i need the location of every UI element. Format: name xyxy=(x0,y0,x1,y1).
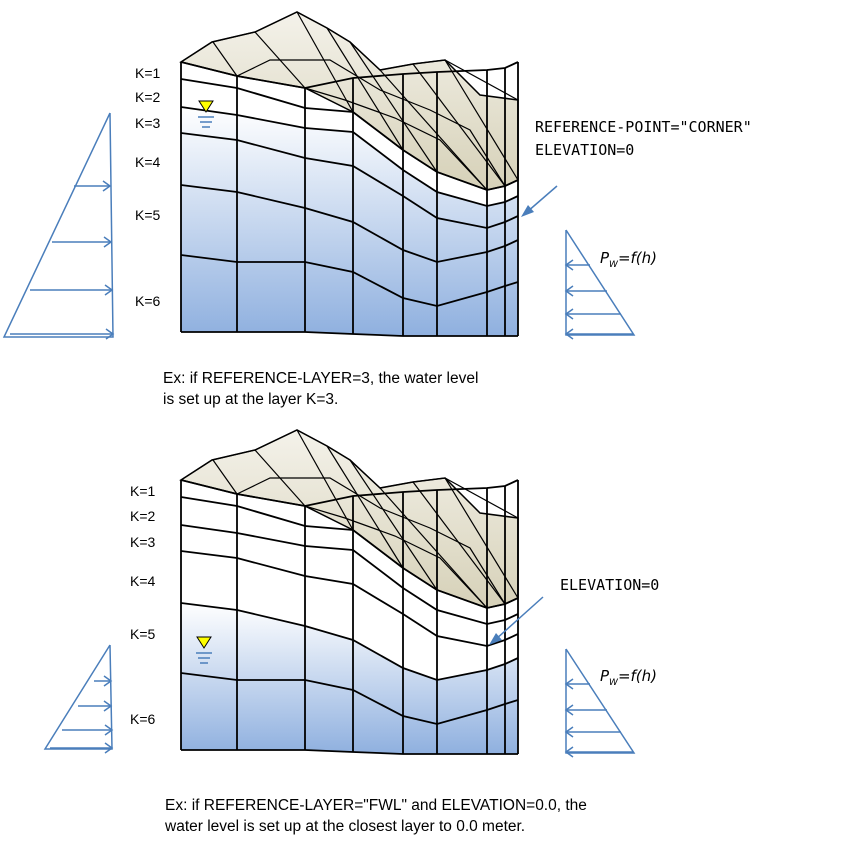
left-pressure-diagram-upper xyxy=(2,112,115,340)
water-level-triangle-icon xyxy=(198,100,214,128)
pressure-arrow-icon xyxy=(564,308,621,320)
upper-layer-labels: K=1 K=2 K=3 K=4 K=5 K=6 xyxy=(135,65,161,309)
mesh-line xyxy=(379,69,488,191)
layer-label-k1: K=1 xyxy=(130,483,156,499)
elevation-annotation: ELEVATION=0 xyxy=(535,141,634,159)
water-zone xyxy=(181,603,518,754)
pressure-arrow-icon xyxy=(564,746,633,758)
layer-label-k6: K=6 xyxy=(130,711,156,727)
pressure-arrow-icon xyxy=(62,724,114,736)
right-pressure-diagram-upper xyxy=(564,229,636,340)
layer-label-k5: K=5 xyxy=(130,626,156,642)
layer-label-k1: K=1 xyxy=(135,65,161,81)
mesh-line xyxy=(296,11,354,113)
caption-line: Ex: if REFERENCE-LAYER="FWL" and ELEVATI… xyxy=(165,797,587,814)
pressure-formula-lower: PW=f(h) xyxy=(600,667,657,688)
pressure-arrow-icon xyxy=(52,236,113,248)
mesh-line xyxy=(236,477,506,605)
layer-label-k2: K=2 xyxy=(130,508,156,524)
pressure-formula-upper: PW=f(h) xyxy=(600,249,657,270)
mesh-line xyxy=(212,41,238,77)
layer-label-k6: K=6 xyxy=(135,293,161,309)
layer-label-k3: K=3 xyxy=(130,534,156,550)
upper-reservoir-block xyxy=(179,11,519,337)
caption-line: water level is set up at the closest lay… xyxy=(165,818,526,835)
water-level-triangle-icon xyxy=(196,636,212,664)
pressure-arrow-icon xyxy=(78,700,113,712)
pressure-arrow-icon xyxy=(564,259,590,271)
mesh-line xyxy=(304,87,488,191)
lower-layer-labels: K=1 K=2 K=3 K=4 K=5 K=6 xyxy=(130,483,156,727)
annotation-pointer-arrow-upper xyxy=(521,185,558,217)
pressure-arrow-icon xyxy=(564,726,621,738)
pressure-arrow-icon xyxy=(10,328,115,340)
mesh-line xyxy=(326,445,404,569)
mesh-line xyxy=(326,27,404,151)
layer-label-k5: K=5 xyxy=(135,207,161,223)
pressure-arrow-icon xyxy=(30,284,114,296)
reference-point-annotation: REFERENCE-POINT="CORNER" xyxy=(535,118,752,136)
pressure-arrow-icon xyxy=(564,285,607,297)
pressure-arrow-icon xyxy=(74,180,112,192)
pressure-arrow-icon xyxy=(564,328,633,340)
layer-label-k2: K=2 xyxy=(135,89,161,105)
pressure-function: =f(h) xyxy=(618,249,657,267)
caption-line: Ex: if REFERENCE-LAYER=3, the water leve… xyxy=(163,370,479,387)
mesh-line xyxy=(236,59,506,187)
layer-label-k3: K=3 xyxy=(135,115,161,131)
right-pressure-diagram-lower xyxy=(564,648,636,758)
pressure-arrow-icon xyxy=(564,704,607,716)
pressure-arrow-icon xyxy=(50,742,114,754)
mesh-line xyxy=(379,487,488,609)
mesh-line xyxy=(304,505,488,609)
elevation-annotation: ELEVATION=0 xyxy=(560,576,659,594)
pressure-subscript: W xyxy=(609,678,619,688)
mesh-line xyxy=(212,459,238,495)
left-pressure-diagram-lower xyxy=(43,644,114,754)
upper-caption: Ex: if REFERENCE-LAYER=3, the water leve… xyxy=(163,368,478,410)
layer-label-k4: K=4 xyxy=(135,154,161,170)
mesh-line xyxy=(180,429,519,519)
caption-line: is set up at the layer K=3. xyxy=(163,391,339,408)
pressure-subscript: W xyxy=(609,260,619,270)
pressure-function: =f(h) xyxy=(618,667,657,685)
pressure-symbol: P xyxy=(600,249,610,267)
layer-label-k4: K=4 xyxy=(130,573,156,589)
pressure-arrow-icon xyxy=(94,675,113,687)
lower-caption: Ex: if REFERENCE-LAYER="FWL" and ELEVATI… xyxy=(165,795,587,837)
mesh-line xyxy=(180,11,519,101)
pressure-symbol: P xyxy=(600,667,610,685)
mesh-line xyxy=(349,41,438,173)
lower-reservoir-block xyxy=(179,429,519,755)
mesh-line xyxy=(349,459,438,591)
pressure-arrow-icon xyxy=(564,678,590,690)
mesh-line xyxy=(296,429,354,531)
annotation-pointer-arrow-lower xyxy=(489,596,544,645)
